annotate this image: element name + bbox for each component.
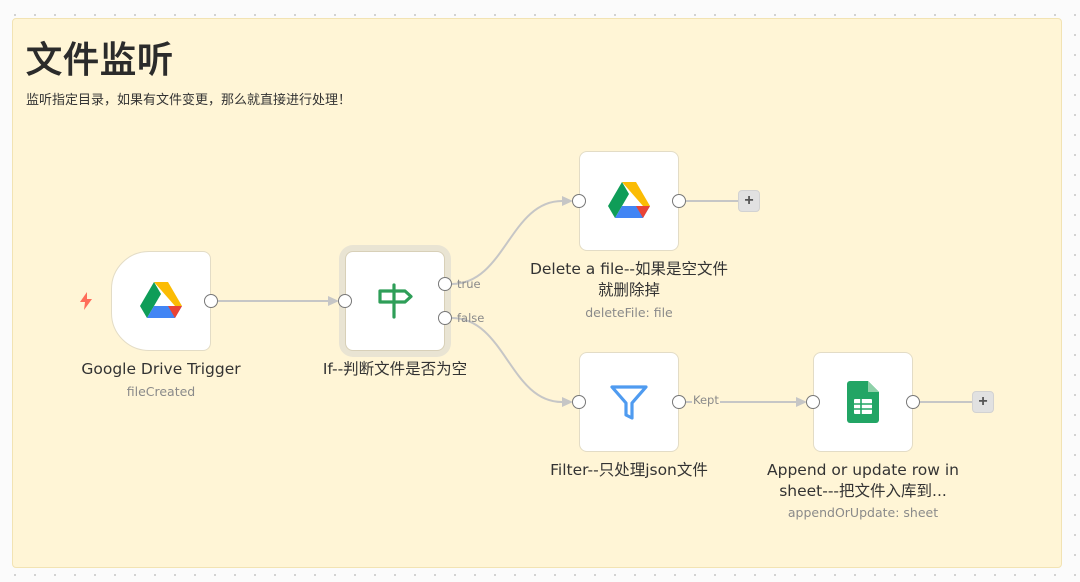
add-node-button[interactable]: + bbox=[972, 391, 994, 413]
append-output-handle[interactable] bbox=[906, 395, 920, 409]
if-false-label: false bbox=[457, 311, 485, 325]
if-node[interactable] bbox=[345, 251, 445, 351]
filter-kept-output-handle[interactable] bbox=[672, 395, 686, 409]
if-true-label: true bbox=[457, 277, 481, 291]
google-drive-trigger-node[interactable] bbox=[111, 251, 211, 351]
sticky-note-description: 监听指定目录，如果有文件变更，那么就直接进行处理！ bbox=[26, 93, 352, 108]
delete-output-handle[interactable] bbox=[672, 194, 686, 208]
trigger-output-handle[interactable] bbox=[204, 294, 218, 308]
sticky-note-title: 文件监听 bbox=[26, 40, 175, 81]
filter-node[interactable] bbox=[579, 352, 679, 452]
delete-node-label: Delete a file--如果是空文件就删除掉 bbox=[529, 260, 729, 299]
if-input-handle[interactable] bbox=[338, 294, 352, 308]
funnel-icon bbox=[610, 385, 648, 420]
google-drive-icon bbox=[140, 282, 182, 318]
append-input-handle[interactable] bbox=[806, 395, 820, 409]
if-false-output-handle[interactable] bbox=[438, 311, 452, 325]
trigger-bolt-icon bbox=[80, 292, 92, 310]
delete-node-subtitle: deleteFile: file bbox=[585, 305, 673, 320]
signpost-icon bbox=[378, 283, 413, 319]
if-node-label: If--判断文件是否为空 bbox=[322, 360, 468, 378]
google-drive-icon bbox=[608, 182, 650, 218]
if-true-output-handle[interactable] bbox=[438, 277, 452, 291]
append-node-subtitle: appendOrUpdate: sheet bbox=[787, 505, 939, 520]
filter-node-label: Filter--只处理json文件 bbox=[550, 461, 708, 479]
add-node-button[interactable]: + bbox=[738, 190, 760, 212]
delete-file-node[interactable] bbox=[579, 151, 679, 251]
trigger-node-subtitle: fileCreated bbox=[126, 384, 196, 399]
append-node-label: Append or update row in sheet---把文件入库到..… bbox=[767, 461, 959, 500]
google-sheets-icon bbox=[847, 381, 879, 423]
delete-input-handle[interactable] bbox=[572, 194, 586, 208]
trigger-node-label: Google Drive Trigger bbox=[81, 360, 241, 378]
append-sheet-node[interactable] bbox=[813, 352, 913, 452]
filter-kept-label: Kept bbox=[692, 393, 720, 407]
filter-input-handle[interactable] bbox=[572, 395, 586, 409]
